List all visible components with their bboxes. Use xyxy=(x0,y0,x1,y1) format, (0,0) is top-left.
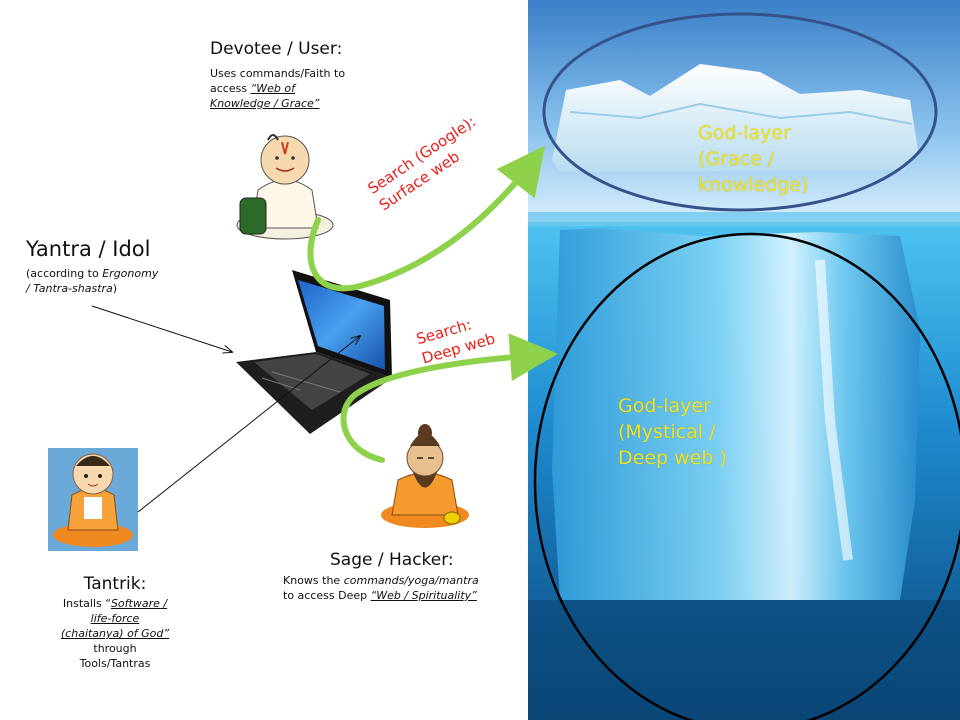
laptop-yantra xyxy=(236,270,392,434)
sage-description: Knows the commands/yoga/mantra to access… xyxy=(283,574,479,602)
deep-search-arrow xyxy=(340,333,558,463)
surface-search-arrow xyxy=(307,145,545,292)
iceberg-photo xyxy=(528,0,960,720)
yantra-pointer-arrow xyxy=(91,305,232,352)
sage-title: Sage / Hacker: xyxy=(330,550,454,570)
tantrik-title: Tantrik: xyxy=(83,574,147,594)
god-layer-deep-label: God-layer (Mystical / Deep web ) xyxy=(618,395,727,469)
devotee-title: Devotee / User: xyxy=(210,39,343,59)
tantrik-description: Installs “Software / life-force (chaitan… xyxy=(60,597,170,670)
sage-figure xyxy=(381,424,469,528)
yantra-description: (according to Ergonomy / Tantra-shastra) xyxy=(26,267,159,295)
tantrik-figure xyxy=(48,448,138,551)
god-layer-surface-label: God-layer (Grace / knowledge) xyxy=(698,122,809,196)
god-layer-deep-circle xyxy=(533,232,960,720)
yantra-title: Yantra / Idol xyxy=(26,237,151,261)
god-layer-surface-ellipse xyxy=(542,12,938,212)
devotee-description: Uses commands/Faith to access “Web of Kn… xyxy=(210,67,346,110)
tantrik-pointer-arrow xyxy=(137,336,360,513)
